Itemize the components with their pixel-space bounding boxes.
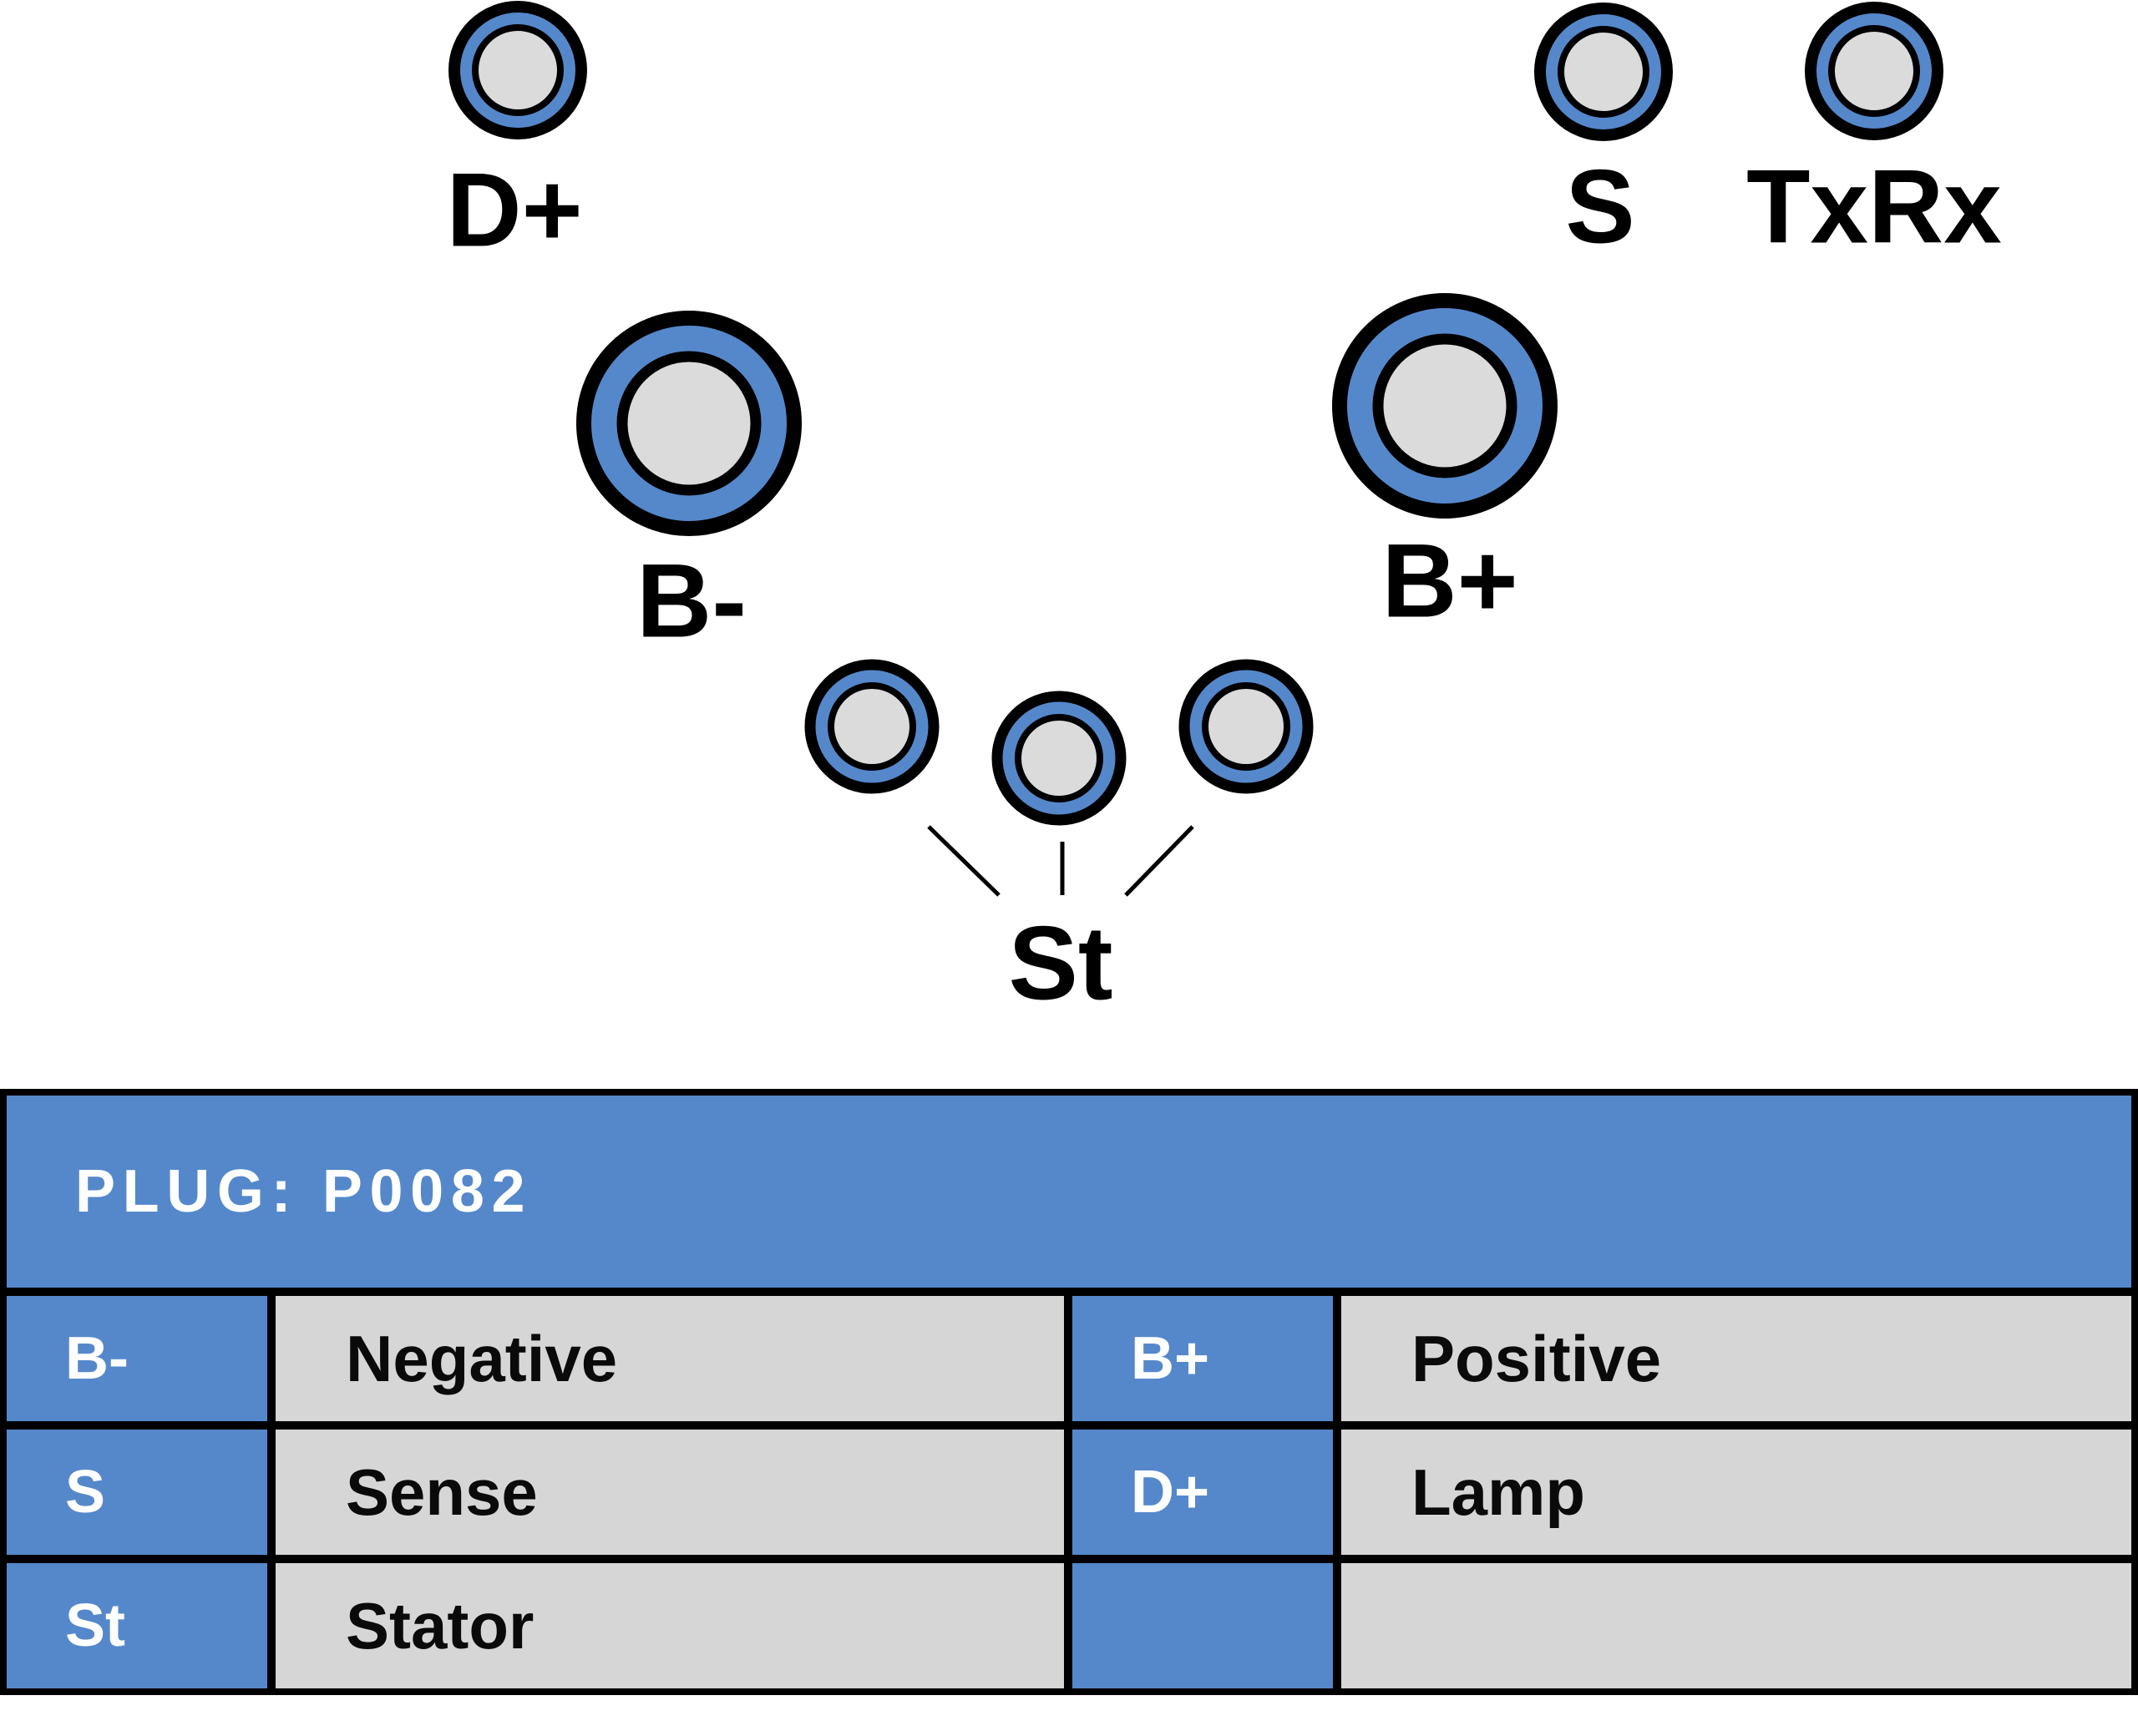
table-cell-value-positive: Positive [1341,1296,2131,1421]
pin-label-d-plus: D+ [446,152,583,269]
plug-table-title: PLUG: P0082 [7,1096,2131,1288]
table-cell-key-empty [1072,1563,1333,1688]
table-cell-value-stator: Stator [276,1563,1064,1688]
pin-st-middle-icon [991,691,1127,826]
pin-b-plus-icon [1332,293,1558,519]
pin-st-left-icon [804,659,940,794]
table-cell-value-sense: Sense [276,1430,1064,1555]
table-cell-key-s: S [7,1430,267,1555]
pin-s-icon [1534,3,1673,141]
st-pointer-line-right [1124,825,1194,897]
table-cell-key-st: St [7,1563,267,1688]
plug-legend-table: PLUG: P0082 B- Negative B+ Positive S Se… [0,1089,2138,1695]
table-cell-key-b-plus: B+ [1072,1296,1333,1421]
table-cell-value-negative: Negative [276,1296,1064,1421]
table-cell-value-lamp: Lamp [1341,1430,2131,1555]
pin-label-st: St [1008,905,1113,1022]
pin-d-plus-icon [448,1,587,139]
pin-label-txrx: TxRx [1746,149,2002,266]
pin-diagram-graphic [448,1,1943,897]
pin-label-b-plus: B+ [1381,523,1518,640]
pin-label-b-minus: B- [636,543,747,660]
pin-b-minus-icon [576,311,802,536]
pin-st-right-icon [1178,659,1314,794]
st-pointer-line-left [927,825,1001,897]
table-cell-value-empty [1341,1563,2131,1688]
table-cell-key-d-plus: D+ [1072,1430,1333,1555]
pin-label-s: S [1565,149,1635,266]
table-cell-key-b-minus: B- [7,1296,267,1421]
pin-txrx-icon [1805,2,1943,140]
